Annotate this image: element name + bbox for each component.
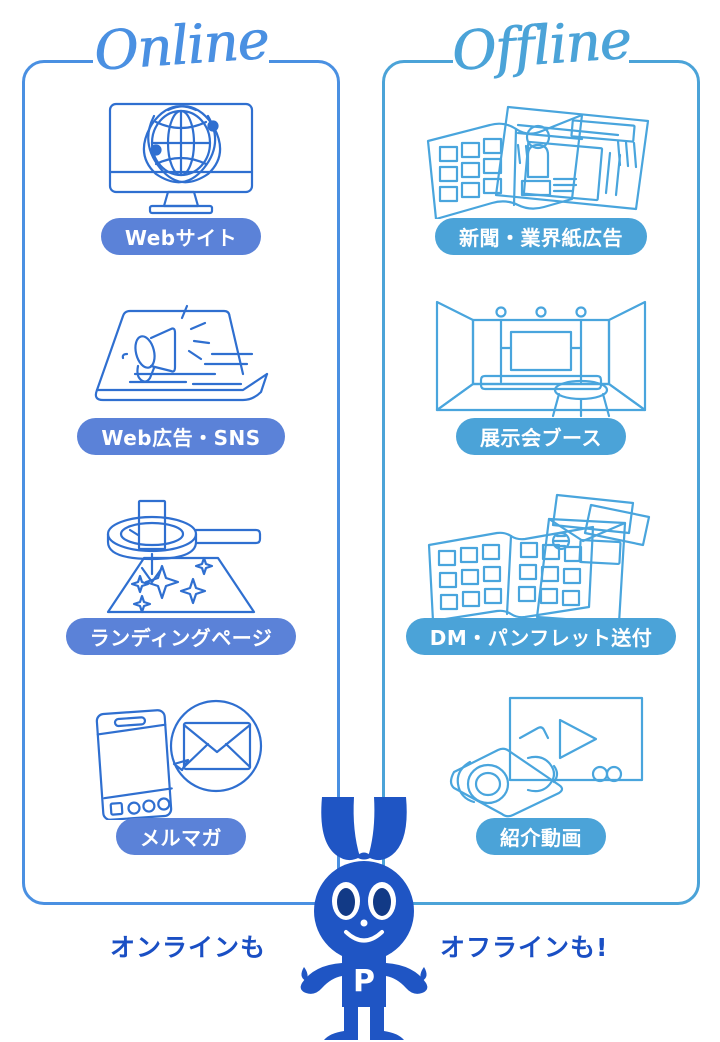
badge-online-2[interactable]: ランディングページ: [65, 618, 297, 655]
item-offline-0[interactable]: 新聞・業界紙広告: [382, 98, 700, 255]
offline-bracket-gap: [453, 57, 629, 71]
panel-offline: Offline: [382, 8, 700, 905]
p-mascot: P: [296, 795, 432, 1042]
badge-offline-3[interactable]: 紹介動画: [476, 818, 606, 855]
panel-online: Online: [22, 8, 340, 905]
item-offline-2[interactable]: DM・パンフレット送付: [382, 493, 700, 655]
badge-online-0[interactable]: Webサイト: [100, 218, 262, 255]
item-online-0[interactable]: Webサイト: [22, 98, 340, 255]
badge-offline-1[interactable]: 展示会ブース: [456, 418, 626, 455]
offline-bracket-frame: [382, 57, 700, 905]
phone-mail-icon: [88, 698, 274, 820]
panel-title-online: Online: [91, 7, 271, 84]
item-offline-1[interactable]: 展示会ブース: [382, 298, 700, 455]
footer-text-offline: オフラインも!: [440, 933, 609, 962]
item-online-3[interactable]: メルマガ: [22, 698, 340, 855]
badge-offline-0[interactable]: 新聞・業界紙広告: [435, 218, 647, 255]
badge-online-3[interactable]: メルマガ: [116, 818, 246, 855]
badge-online-1[interactable]: Web広告・SNS: [77, 418, 285, 455]
mascot-chest-letter: P: [353, 964, 375, 999]
pamphlet-envelope-icon: [425, 493, 657, 625]
laptop-megaphone-icon: [75, 298, 287, 418]
badge-offline-2[interactable]: DM・パンフレット送付: [405, 618, 677, 655]
exhibition-booth-icon: [433, 298, 649, 418]
online-bracket-frame: [22, 57, 340, 905]
desktop-globe-icon: [96, 98, 266, 218]
video-camera-icon: [432, 696, 650, 818]
newspapers-icon: [422, 98, 660, 219]
item-online-2[interactable]: ランディングページ: [22, 498, 340, 655]
footer-text-online: オンラインも: [110, 933, 267, 962]
item-offline-3[interactable]: 紹介動画: [382, 696, 700, 855]
magnifier-sparkle-icon: [86, 498, 276, 618]
online-bracket-gap: [93, 57, 269, 71]
item-online-1[interactable]: Web広告・SNS: [22, 298, 340, 455]
panel-title-offline: Offline: [449, 7, 633, 84]
